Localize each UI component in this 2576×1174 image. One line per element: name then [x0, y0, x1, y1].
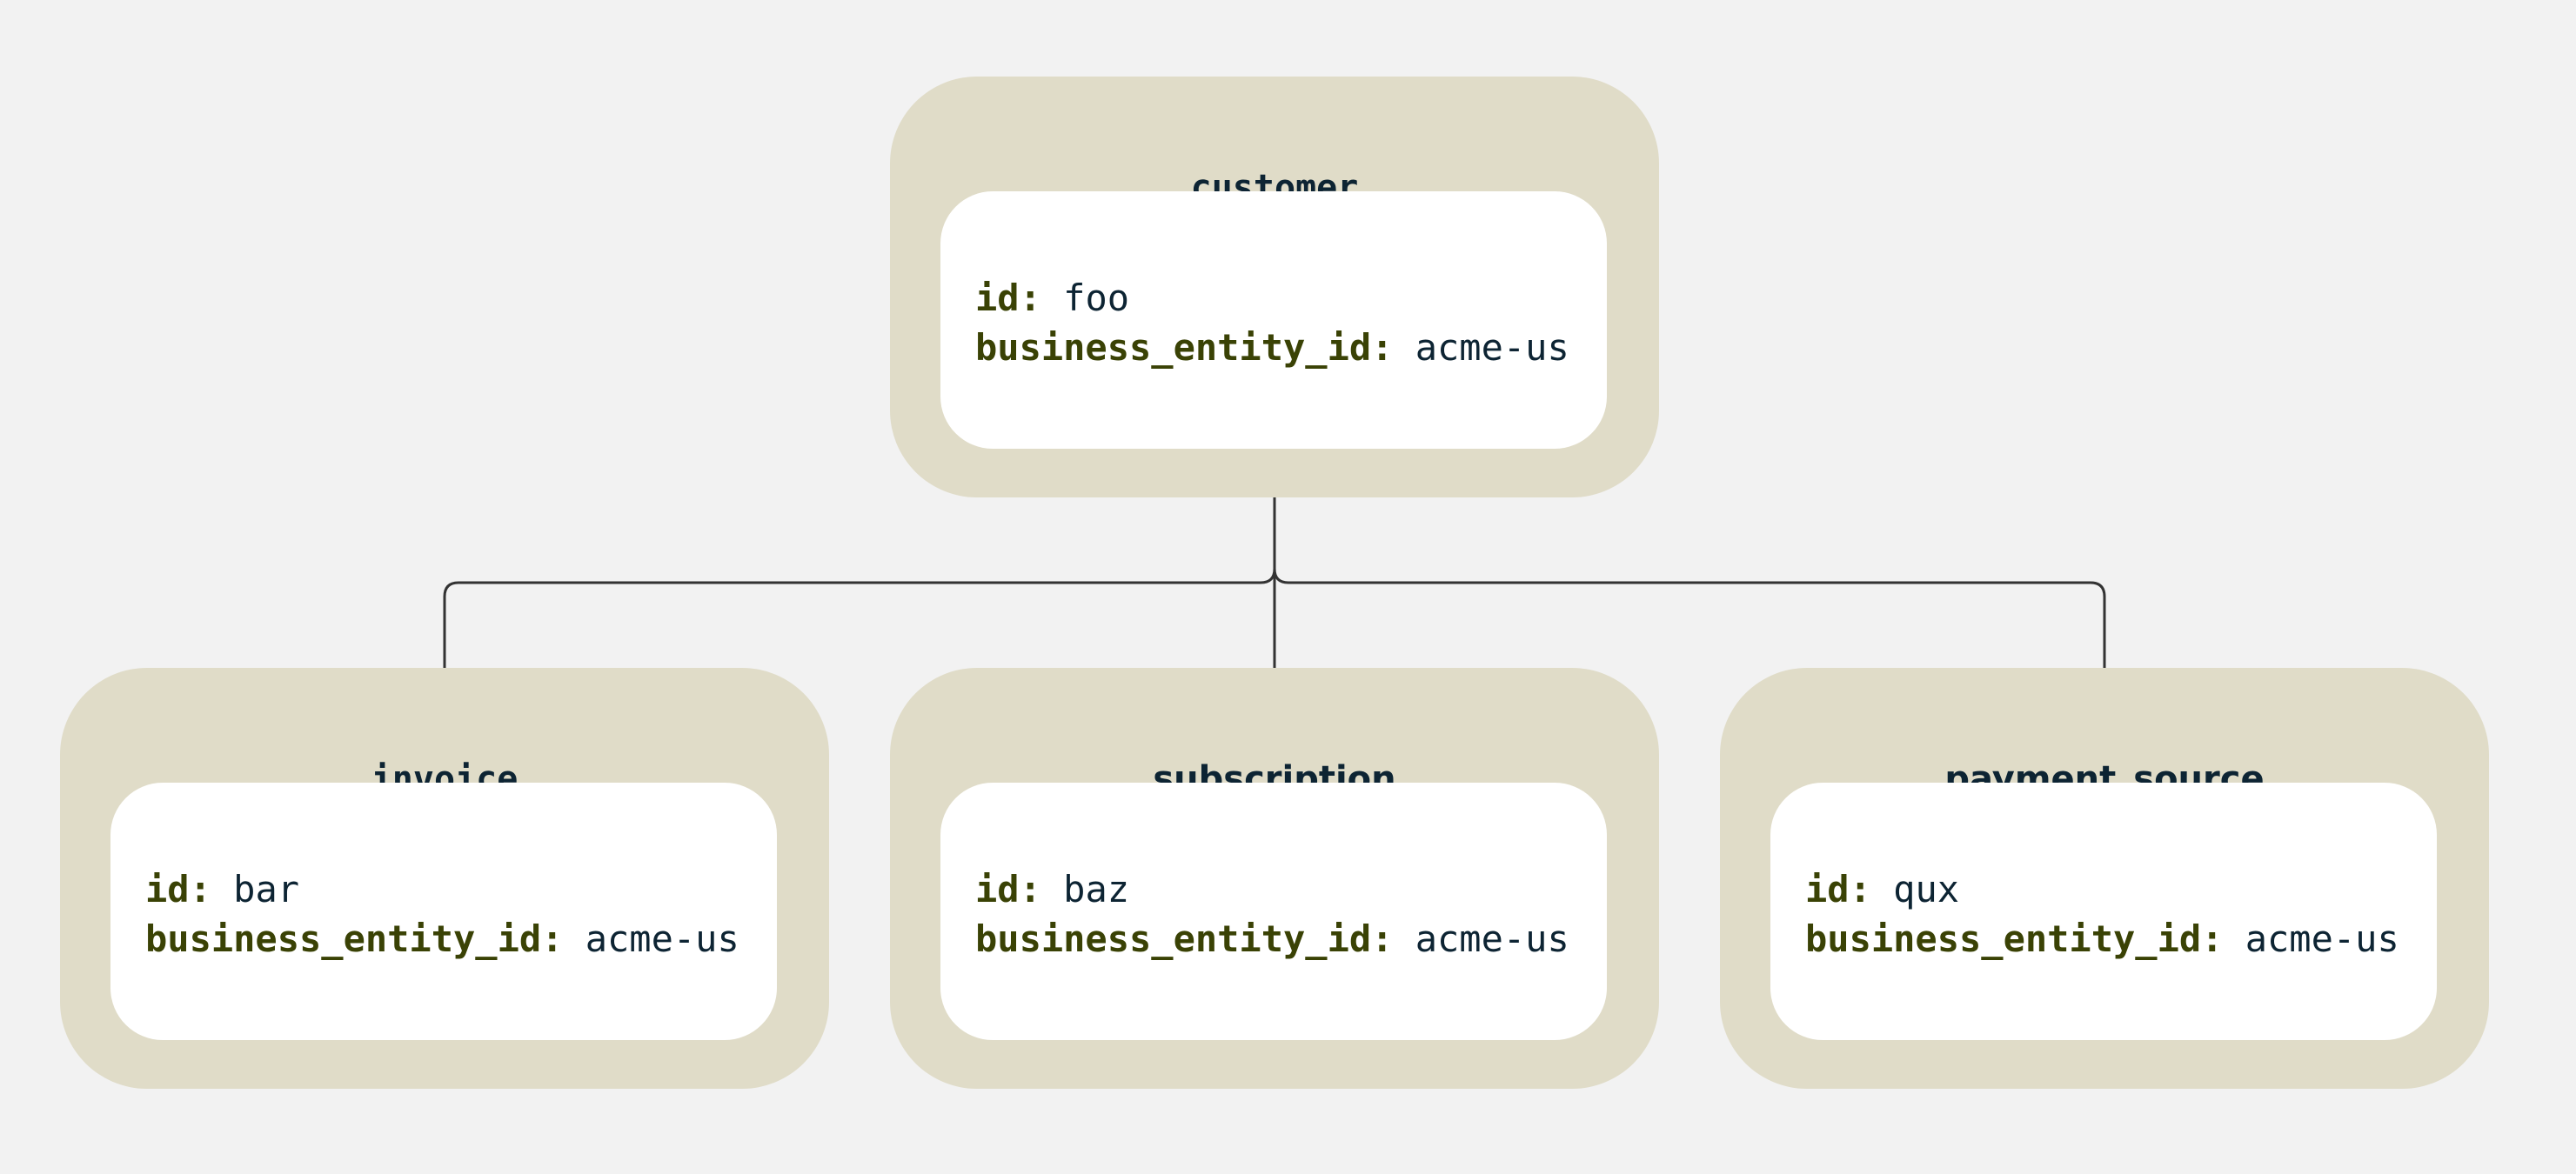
field-value: bar	[233, 868, 300, 911]
field-business-entity-id: business_entity_id: acme-us	[975, 323, 1607, 372]
field-id: id: foo	[975, 273, 1607, 323]
field-value: acme-us	[1415, 326, 1569, 369]
field-value: foo	[1063, 277, 1130, 319]
entity-payment-source: payment_source id: qux business_entity_i…	[1720, 668, 2489, 1089]
field-value: baz	[1063, 868, 1130, 911]
field-value: qux	[1893, 868, 1960, 911]
field-key: business_entity_id:	[1805, 917, 2224, 960]
field-id: id: baz	[975, 864, 1607, 914]
entity-customer: customer id: foo business_entity_id: acm…	[890, 77, 1659, 497]
field-key: business_entity_id:	[145, 917, 564, 960]
entity-fields: id: bar business_entity_id: acme-us	[110, 783, 777, 1040]
field-business-entity-id: business_entity_id: acme-us	[975, 914, 1607, 964]
field-value: acme-us	[2245, 917, 2399, 960]
entity-fields: id: baz business_entity_id: acme-us	[940, 783, 1607, 1040]
connector-customer-payment-source	[1273, 568, 2106, 668]
field-key: business_entity_id:	[975, 326, 1394, 369]
field-key: business_entity_id:	[975, 917, 1394, 960]
entity-fields: id: foo business_entity_id: acme-us	[940, 191, 1607, 449]
field-key: id:	[975, 277, 1041, 319]
field-id: id: bar	[145, 864, 777, 914]
entity-subscription: subscription id: baz business_entity_id:…	[890, 668, 1659, 1089]
field-id: id: qux	[1805, 864, 2437, 914]
field-business-entity-id: business_entity_id: acme-us	[1805, 914, 2437, 964]
field-value: acme-us	[585, 917, 739, 960]
entity-fields: id: qux business_entity_id: acme-us	[1770, 783, 2437, 1040]
field-business-entity-id: business_entity_id: acme-us	[145, 914, 777, 964]
field-value: acme-us	[1415, 917, 1569, 960]
entity-invoice: invoice id: bar business_entity_id: acme…	[60, 668, 829, 1089]
field-key: id:	[145, 868, 211, 911]
connector-customer-invoice	[443, 496, 1276, 668]
field-key: id:	[1805, 868, 1871, 911]
field-key: id:	[975, 868, 1041, 911]
